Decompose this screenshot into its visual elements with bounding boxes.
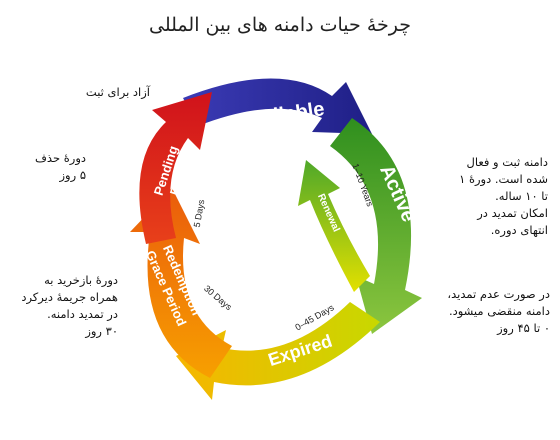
note-active-line: تا ۱۰ ساله. bbox=[495, 189, 548, 203]
duration-pending: 5 Days bbox=[192, 198, 207, 228]
arrow-available bbox=[183, 78, 372, 134]
note-pending-line: دورهٔ حذف bbox=[35, 151, 86, 165]
note-expired: در صورت عدم تمدید، دامنه منقضی میشود. ۰ … bbox=[430, 286, 550, 337]
note-available-line: آزاد برای ثبت bbox=[85, 85, 150, 99]
note-redemption-line: در تمدید دامنه. bbox=[47, 307, 118, 321]
note-redemption-line: همراه جریمهٔ دیرکرد bbox=[21, 290, 118, 304]
arrow-active bbox=[330, 118, 422, 334]
note-expired-line: ۰ تا ۴۵ روز bbox=[497, 321, 550, 335]
duration-redemption: 30 Days bbox=[202, 283, 234, 312]
note-redemption-line: دورهٔ بازخرید به bbox=[44, 273, 118, 287]
note-expired-line: دامنه منقضی میشود. bbox=[448, 304, 550, 318]
note-available: آزاد برای ثبت bbox=[40, 84, 150, 101]
arrow-renewal bbox=[298, 160, 370, 292]
note-active-line: شده است. دورهٔ ۱ bbox=[459, 172, 548, 186]
note-redemption: دورهٔ بازخرید به همراه جریمهٔ دیرکرد در … bbox=[8, 272, 118, 340]
note-active-line: امکان تمدید در bbox=[477, 206, 548, 220]
note-active: دامنه ثبت و فعال شده است. دورهٔ ۱ تا ۱۰ … bbox=[430, 154, 548, 239]
diagram-title: چرخهٔ حیات دامنه های بین المللی bbox=[149, 14, 411, 36]
note-pending: دورهٔ حذف ۵ روز bbox=[14, 150, 86, 184]
note-pending-line: ۵ روز bbox=[59, 168, 86, 182]
note-expired-line: در صورت عدم تمدید، bbox=[447, 287, 550, 301]
note-active-line: دامنه ثبت و فعال bbox=[466, 155, 549, 169]
note-redemption-line: ۳۰ روز bbox=[85, 324, 118, 338]
arrow-expired bbox=[176, 302, 380, 400]
note-active-line: انتهای دوره. bbox=[490, 223, 548, 237]
arrow-pending bbox=[139, 92, 212, 244]
